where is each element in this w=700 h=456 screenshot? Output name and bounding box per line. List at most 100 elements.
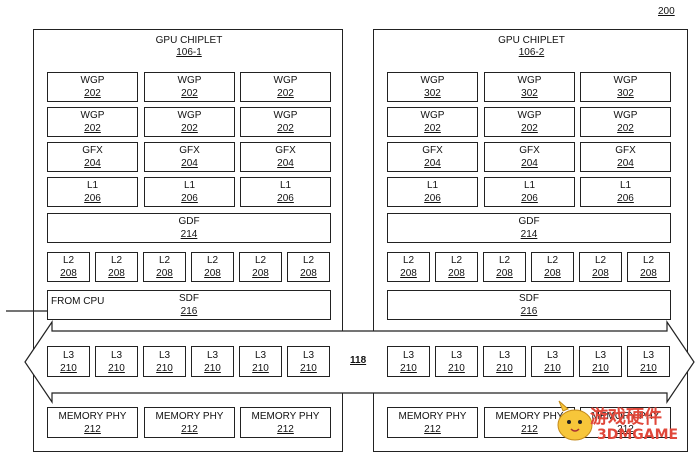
l2-cache-block-ref: 208	[640, 268, 657, 279]
watermark-subtext: 3DMGAME	[597, 427, 679, 443]
l1-cache-block-ref: 206	[424, 193, 441, 204]
gfx-block-ref: 204	[277, 158, 294, 169]
l3-cache-block-ref: 210	[60, 362, 77, 374]
l2-cache-block-label: L2	[110, 255, 123, 266]
l3-cache-block-label: L3	[546, 349, 559, 361]
l2-cache-block-label: L2	[642, 255, 655, 266]
memory-phy-block-label: MEMORY PHY	[58, 410, 127, 422]
from-cpu-label: FROM CPU	[51, 296, 105, 307]
l1-cache-block-label: L1	[279, 180, 292, 191]
gfx-block-ref: 204	[424, 158, 441, 169]
l1-cache-block-label: L1	[523, 180, 536, 191]
l3-cache-block-label: L3	[402, 349, 415, 361]
l3-cache-block-ref: 210	[592, 362, 609, 374]
l2-cache-block-label: L2	[302, 255, 315, 266]
gdf-block-ref: 214	[180, 229, 198, 240]
wgp-block-ref: 202	[521, 123, 538, 134]
memory-phy-block-ref: 212	[84, 423, 101, 435]
wgp-block-label: WGP	[613, 110, 638, 121]
interconnect-ref: 118	[348, 355, 369, 366]
l2-cache-block-label: L2	[546, 255, 559, 266]
chiplet-title: GPU CHIPLET	[155, 35, 223, 46]
l3-cache-block-label: L3	[642, 349, 655, 361]
l3-cache-block-ref: 210	[156, 362, 173, 374]
sdf-block-ref: 216	[180, 306, 198, 317]
l1-cache-block-label: L1	[426, 180, 439, 191]
wgp-block-ref: 202	[181, 88, 198, 99]
l1-cache-block-ref: 206	[181, 193, 198, 204]
gfx-block-label: GFX	[519, 145, 540, 156]
l1-cache-block-ref: 206	[84, 193, 101, 204]
l3-cache-block-ref: 210	[252, 362, 269, 374]
l2-cache-block-ref: 208	[252, 268, 269, 279]
wgp-block-label: WGP	[273, 75, 298, 86]
l2-cache-block-ref: 208	[400, 268, 417, 279]
sdf-block-label: SDF	[519, 293, 539, 304]
wgp-block-ref: 202	[84, 88, 101, 99]
l2-cache-block-label: L2	[450, 255, 463, 266]
l1-cache-block-ref: 206	[521, 193, 538, 204]
l2-cache-block-ref: 208	[204, 268, 221, 279]
l2-cache-block-label: L2	[498, 255, 511, 266]
gfx-block: GFX 204	[387, 142, 478, 172]
l1-cache-block-label: L1	[183, 180, 196, 191]
l2-cache-block-label: L2	[402, 255, 415, 266]
memory-phy-block-label: MEMORY PHY	[398, 410, 467, 422]
wgp-block: WGP 202	[580, 107, 671, 137]
l3-cache-block-ref: 210	[300, 362, 317, 374]
wgp-block-ref: 202	[181, 123, 198, 134]
l3-cache-block-ref: 210	[448, 362, 465, 374]
chiplet-title: GPU CHIPLET	[498, 35, 565, 46]
memory-phy-block-label: MEMORY PHY	[591, 410, 660, 422]
l1-cache-block-ref: 206	[617, 193, 634, 204]
gdf-block-label: GDF	[518, 216, 540, 227]
wgp-block-ref: 202	[617, 123, 634, 134]
l2-cache-block-ref: 208	[60, 268, 77, 279]
l3-cache-block-label: L3	[594, 349, 607, 361]
wgp-block-label: WGP	[613, 75, 638, 86]
memory-phy-block-ref: 212	[521, 423, 538, 435]
watermark-mascot-icon	[557, 400, 593, 441]
l2-cache-block-ref: 208	[108, 268, 125, 279]
wgp-block-label: WGP	[420, 110, 445, 121]
gfx-block-label: GFX	[422, 145, 443, 156]
l2-cache-block-label: L2	[594, 255, 607, 266]
l3-cache-block-ref: 210	[204, 362, 221, 374]
wgp-block-label: WGP	[80, 110, 105, 121]
l2-cache-block-ref: 208	[496, 268, 513, 279]
gfx-block-label: GFX	[82, 145, 103, 156]
l2-cache-block-label: L2	[62, 255, 75, 266]
wgp-block-ref: 202	[277, 88, 294, 99]
wgp-block-label: WGP	[273, 110, 298, 121]
chiplet-header: GPU CHIPLET 106-1	[34, 35, 344, 59]
